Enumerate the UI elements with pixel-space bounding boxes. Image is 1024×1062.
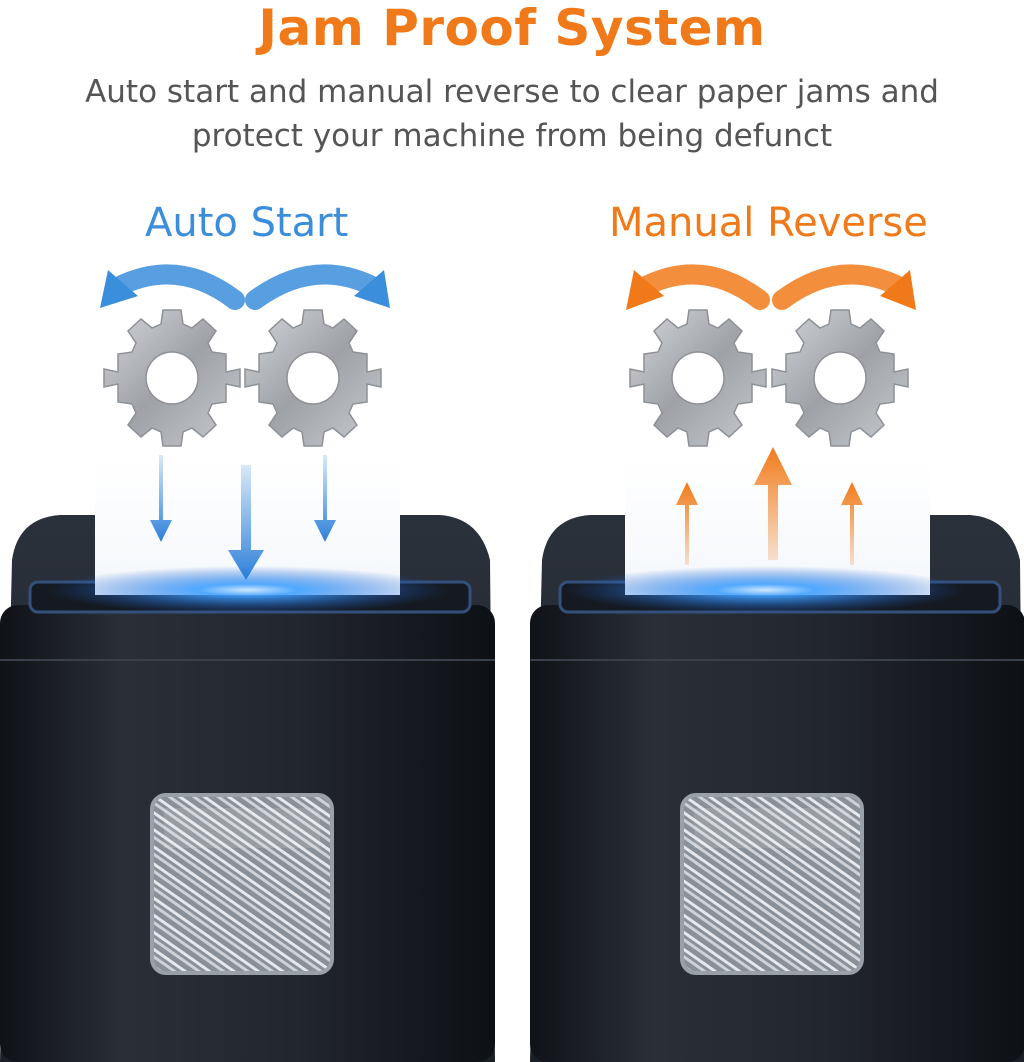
subheadline-line-2: protect your machine from being defunct xyxy=(191,118,833,154)
arrow-down-icon xyxy=(150,455,336,580)
rotate-left-arrow-icon xyxy=(626,264,770,310)
manual-reverse-label: Manual Reverse xyxy=(609,200,928,246)
shredder-right xyxy=(528,264,1024,1062)
rotate-right-arrow-icon xyxy=(772,264,916,310)
subheadline: Auto start and manual reverse to clear p… xyxy=(0,70,1024,158)
rotate-left-arrow-icon xyxy=(100,264,245,310)
rotate-right-arrow-icon xyxy=(245,264,390,310)
shredder-left xyxy=(0,264,497,1062)
headline: Jam Proof System xyxy=(258,0,766,57)
subheadline-line-1: Auto start and manual reverse to clear p… xyxy=(85,74,939,110)
auto-start-label: Auto Start xyxy=(145,200,349,246)
arrow-up-icon xyxy=(676,447,863,565)
